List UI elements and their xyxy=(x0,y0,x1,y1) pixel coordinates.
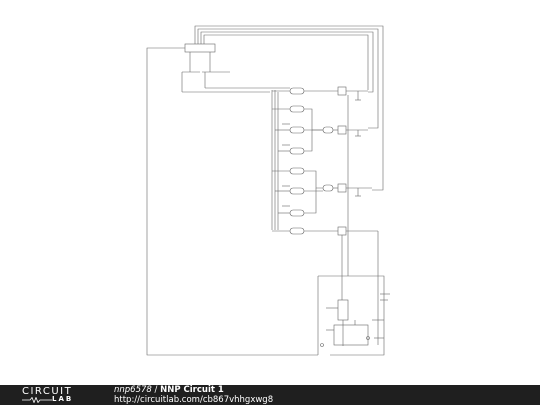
left-loop-wire xyxy=(146,47,318,356)
feedback-wires xyxy=(194,25,384,191)
gate-input-wires xyxy=(272,90,290,232)
footer-bar: CIRCUIT LAB nnp6578 / NNP Circuit 1 http… xyxy=(0,385,540,405)
circuit-url-link[interactable]: http://circuitlab.com/cb867vhhgxwg8 xyxy=(114,394,274,405)
input-bus xyxy=(271,90,279,230)
gate-output-wires xyxy=(304,90,338,232)
author-link[interactable]: nnp6578 xyxy=(114,385,152,395)
title-separator: / xyxy=(151,385,161,395)
logo-text-top: CIRCUIT xyxy=(22,386,73,397)
circuit-meta: nnp6578 / NNP Circuit 1 http://circuitla… xyxy=(114,385,274,405)
neuron-nodes xyxy=(337,86,379,345)
resistor-icon xyxy=(22,397,52,403)
reference-block xyxy=(317,275,390,356)
logic-gates xyxy=(289,87,334,235)
schematic-canvas xyxy=(146,25,390,356)
logo-text-bottom: LAB xyxy=(52,395,74,403)
circuit-title: NNP Circuit 1 xyxy=(160,385,224,395)
switch-block xyxy=(181,43,290,93)
circuitlab-logo[interactable]: CIRCUIT LAB xyxy=(22,385,94,405)
